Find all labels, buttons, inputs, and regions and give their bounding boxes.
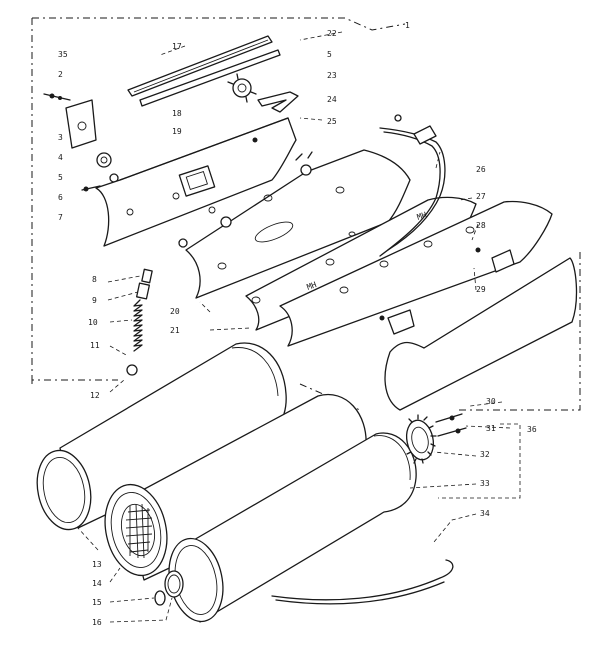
callout-21: 21 [170,326,180,335]
svg-text:MH: MH [416,210,428,222]
washer-15 [154,590,166,606]
assembly-boundary [31,17,581,411]
wire-harness-26 [379,114,446,257]
callout-24: 24 [327,95,337,104]
callout-17: 17 [172,42,182,51]
clip-29 [379,247,515,335]
callout-2: 2 [58,70,63,79]
callout-26: 26 [476,165,486,174]
callout-23: 23 [327,71,337,80]
bracket-3 [43,93,97,149]
front-panel-7 [95,117,297,247]
callout-14: 14 [92,579,102,588]
callout-22: 22 [327,29,337,38]
callout-15: 15 [92,598,102,607]
callout-9: 9 [92,296,97,305]
callout-1: 1 [405,21,410,30]
panel-28: MH [279,200,553,347]
curved-shell [384,257,578,411]
callout-11: 11 [90,341,100,350]
drum-left [36,342,287,531]
callout-35: 35 [58,50,68,59]
callout-10: 10 [88,318,98,327]
ring-16 [164,570,184,598]
callout-8: 8 [92,275,97,284]
callout-16: 16 [92,618,102,627]
callout-31: 31 [486,424,496,433]
fastener-group-4-6 [81,152,119,192]
svg-text:MH: MH [306,280,318,292]
callout-32: 32 [480,450,490,459]
drive-gear-32 [405,413,467,464]
callout-25: 25 [327,117,337,126]
callout-6: 6 [58,193,63,202]
callout-5-right: 5 [327,50,332,59]
callout-34: 34 [480,509,490,518]
callout-7: 7 [58,213,63,222]
callout-29: 29 [476,285,486,294]
callout-12: 12 [90,391,100,400]
leader-lines [77,31,521,623]
callout-13: 13 [92,560,102,569]
callout-33: 33 [480,479,490,488]
bracket-24 [257,91,299,113]
callout-4: 4 [58,153,63,162]
callout-5: 5 [58,173,63,182]
callout-28: 28 [476,221,486,230]
callout-18: 18 [172,109,182,118]
callout-19: 19 [172,127,182,136]
callout-3: 3 [58,133,63,142]
spring-10 [126,268,153,376]
callout-30: 30 [486,397,496,406]
callout-27: 27 [476,192,486,201]
panel-20 [178,149,411,299]
slide-bar-17 [127,35,281,107]
drum-front [168,432,417,623]
small-gear-23 [227,73,257,103]
belt-34 [271,559,454,605]
callout-20: 20 [170,307,180,316]
callout-36: 36 [527,425,537,434]
callout-labels: 1 2 3 4 5 6 7 8 9 10 11 12 13 14 15 16 1… [58,21,537,627]
